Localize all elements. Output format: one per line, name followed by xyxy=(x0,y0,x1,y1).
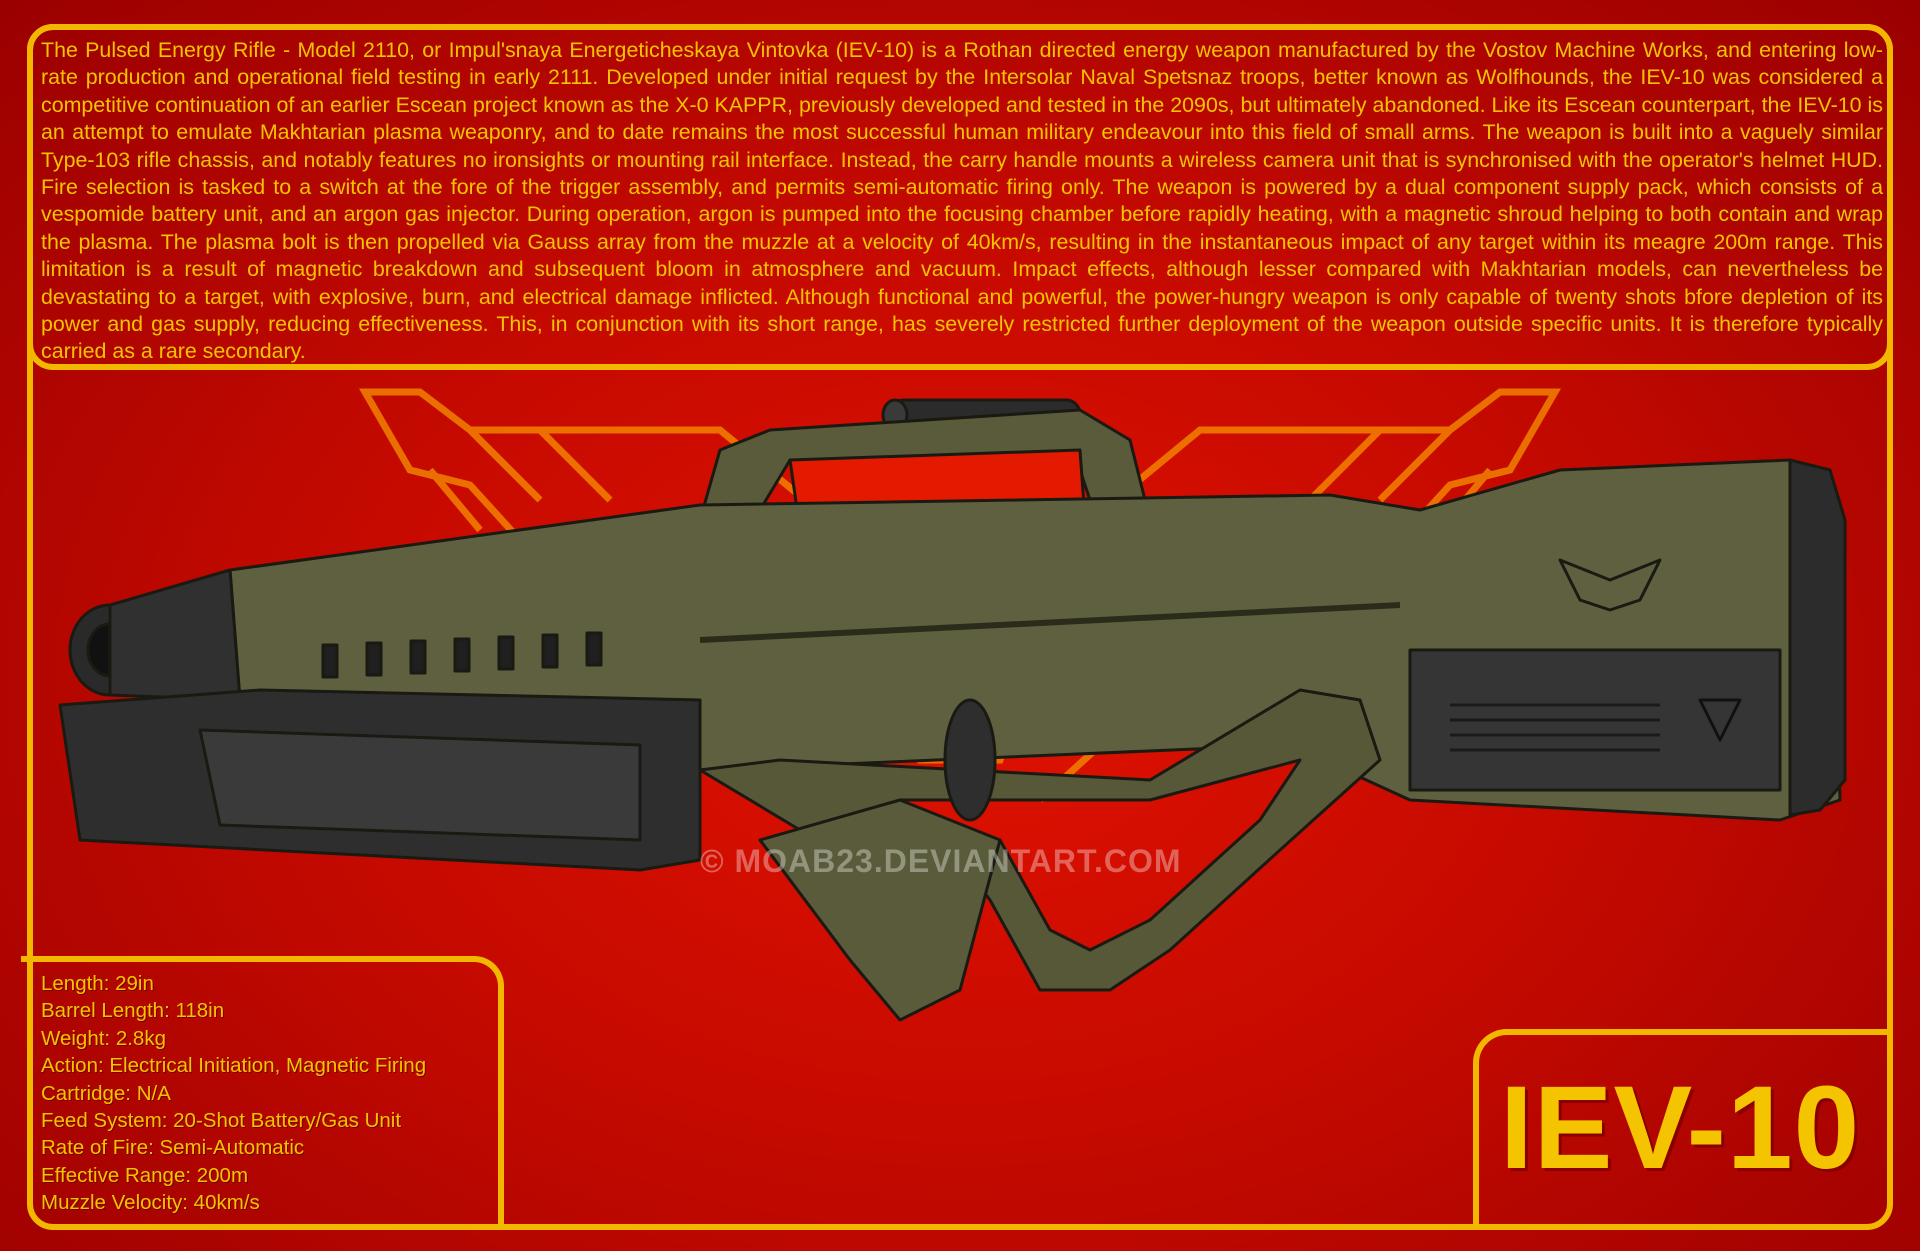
spec-rate-of-fire: Rate of Fire: Semi-Automatic xyxy=(41,1136,305,1160)
spec-weight: Weight: 2.8kg xyxy=(41,1026,166,1050)
spec-length: Length: 29in xyxy=(41,972,154,995)
watermark: © MOAB23.DEVIANTART.COM xyxy=(700,843,1182,879)
weapon-description: The Pulsed Energy Rifle - Model 2110, or… xyxy=(41,38,1883,364)
spec-list: Length: 29in Barrel Length: 118in Weight… xyxy=(41,970,426,1217)
spec-effective-range: Effective Range: 200m xyxy=(41,1163,249,1187)
spec-barrel-length: Barrel Length: 118in xyxy=(41,999,225,1023)
spec-feed-system: Feed System: 20-Shot Battery/Gas Unit xyxy=(41,1109,402,1133)
weapon-title: IEV-10 xyxy=(1500,1062,1861,1194)
pistol-grip xyxy=(758,798,1002,1022)
spec-action: Action: Electrical Initiation, Magnetic … xyxy=(41,1054,427,1078)
description-panel xyxy=(27,24,1893,370)
pack-ridges xyxy=(1450,703,1660,752)
spec-cartridge: Cartridge: N/A xyxy=(41,1081,171,1105)
specs-panel xyxy=(21,956,504,1226)
rifle xyxy=(58,398,1847,1022)
spec-muzzle-velocity: Muzzle Velocity: 40km/s xyxy=(41,1191,260,1215)
trigger xyxy=(943,698,997,822)
vents xyxy=(321,631,603,679)
butt-pad xyxy=(1788,458,1847,817)
title-panel xyxy=(1473,1029,1893,1230)
